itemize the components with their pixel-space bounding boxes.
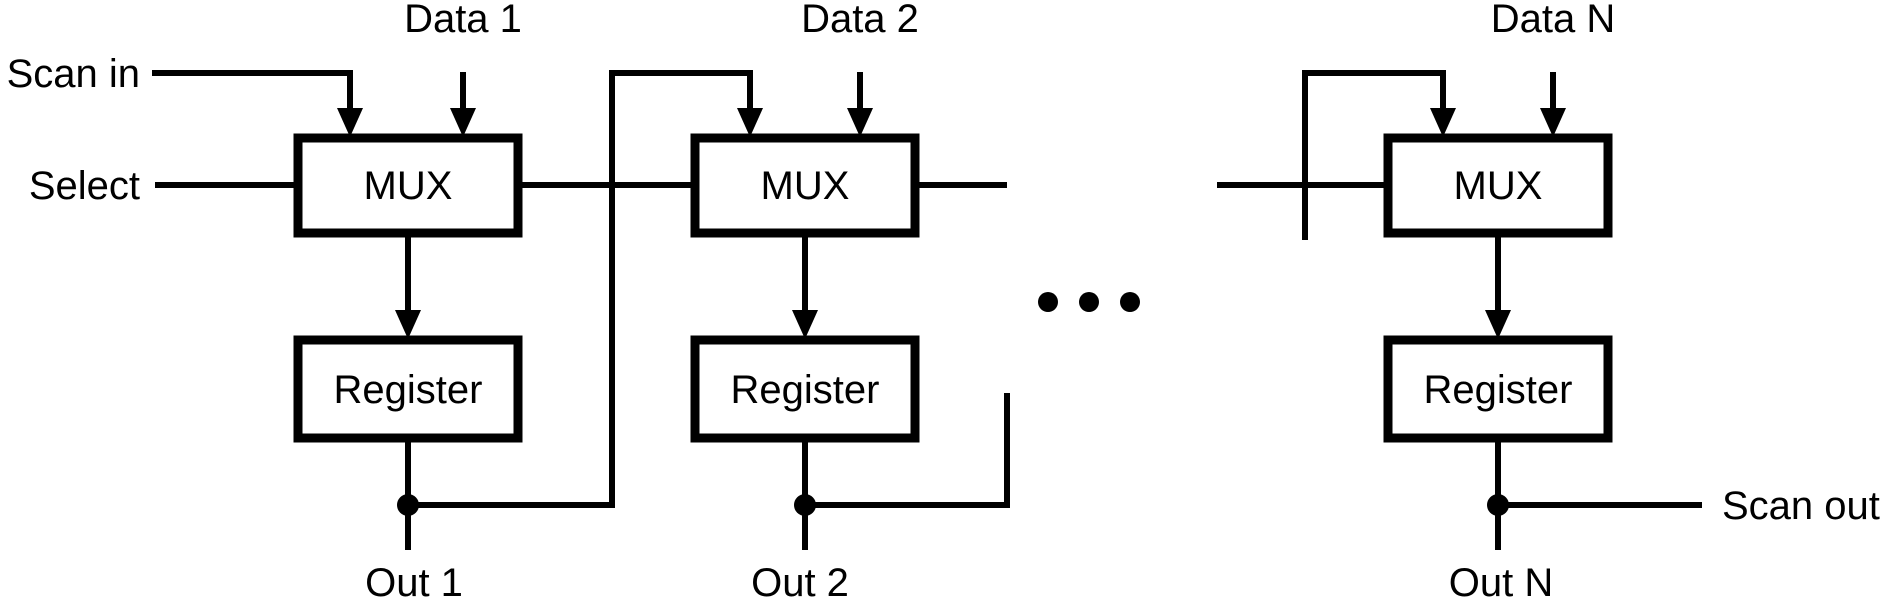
arrow-down-icon: [737, 108, 763, 137]
stage-1: Data 1 MUX Register Out 1: [293, 0, 523, 600]
data-n-label: Data N: [1491, 0, 1616, 41]
out-n-label: Out N: [1449, 561, 1553, 600]
arrow-down-icon: [1430, 108, 1456, 137]
arrow-down-icon: [792, 310, 818, 339]
mux-n-label: MUX: [1454, 164, 1543, 208]
mux-2-label: MUX: [761, 164, 850, 208]
register-n-box: [1383, 335, 1613, 443]
out-1-label: Out 1: [365, 561, 463, 600]
mux-1-box: [293, 133, 523, 238]
register-1-label: Register: [334, 368, 483, 412]
register-2-label: Register: [731, 368, 880, 412]
scan-in-wire: [152, 70, 353, 112]
data-1-label: Data 1: [404, 0, 522, 41]
scan-wire-stage2-out: [805, 393, 1010, 508]
scan-out-label: Scan out: [1722, 484, 1880, 528]
stage-2: Data 2 MUX Register Out 2: [690, 0, 920, 600]
ellipsis-dot: [1038, 292, 1058, 312]
arrow-down-icon: [395, 310, 421, 339]
stage-n: Data N MUX Register Out N: [1383, 0, 1616, 600]
arrow-down-icon: [1540, 108, 1566, 137]
arrow-down-icon: [337, 108, 363, 137]
ellipsis-dots-icon: [1038, 292, 1140, 312]
mux-2-box: [690, 133, 920, 238]
ellipsis-dot: [1120, 292, 1140, 312]
mux-1-label: MUX: [364, 164, 453, 208]
scan-wire-stage1-to-stage2: [408, 70, 753, 508]
register-n-label: Register: [1424, 368, 1573, 412]
arrow-down-icon: [450, 108, 476, 137]
ellipsis-dot: [1079, 292, 1099, 312]
register-1-box: [293, 335, 523, 443]
arrow-down-icon: [847, 108, 873, 137]
out-2-label: Out 2: [751, 561, 849, 600]
data-2-label: Data 2: [801, 0, 919, 41]
select-label: Select: [29, 164, 140, 208]
scan-in-label: Scan in: [7, 52, 140, 96]
scan-wire-into-stageN: [1302, 70, 1446, 240]
arrow-down-icon: [1485, 310, 1511, 339]
